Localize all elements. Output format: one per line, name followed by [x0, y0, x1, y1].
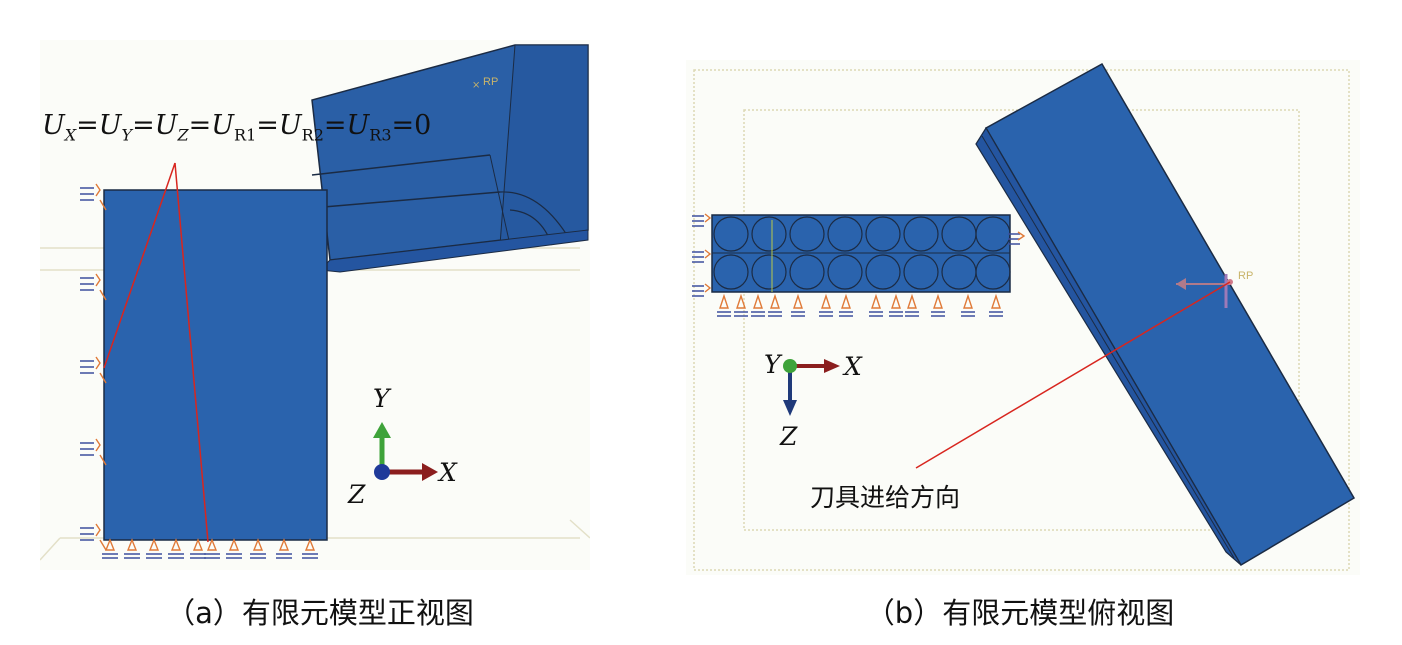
left-constraints: [80, 183, 107, 551]
left-constraints-b: [692, 213, 1026, 297]
axis-label-y-a: Y: [373, 384, 390, 413]
boundary-condition-formula: UX=UY=UZ=UR1=UR2=UR3=0: [42, 110, 432, 145]
top-view-drawing: [692, 62, 1356, 571]
feed-direction-leader: [915, 281, 1231, 469]
axis-triad-a: [373, 422, 438, 481]
cutting-tool-top: [975, 62, 1356, 567]
axis-label-x-b: X: [844, 352, 862, 381]
rp-marker: ×: [472, 80, 480, 91]
axis-label-z-b: Z: [780, 422, 798, 451]
bottom-constraints: [102, 538, 318, 559]
axis-triad-b: [783, 359, 840, 416]
workpiece: [103, 189, 328, 541]
caption-front-view: （a）有限元模型正视图: [166, 596, 474, 630]
axis-label-x-a: X: [439, 458, 457, 487]
rp-label-b: RP: [1238, 270, 1254, 282]
bottom-constraints-b: [717, 293, 1003, 317]
formula-leaders: [103, 162, 209, 543]
axis-label-z-a: Z: [348, 480, 366, 509]
axis-label-y-b: Y: [764, 350, 781, 379]
caption-top-view: （b）有限元模型俯视图: [865, 596, 1175, 630]
workpiece-top: [711, 214, 1011, 293]
front-view-panel: ×: [40, 40, 590, 570]
top-view-panel: RP Y X Z 刀具进给方向: [686, 60, 1360, 575]
rp-label-a: RP: [483, 76, 499, 88]
cutting-tool: [311, 44, 589, 273]
front-view-drawing: ×: [40, 44, 590, 561]
feed-direction-label: 刀具进给方向: [810, 483, 961, 512]
